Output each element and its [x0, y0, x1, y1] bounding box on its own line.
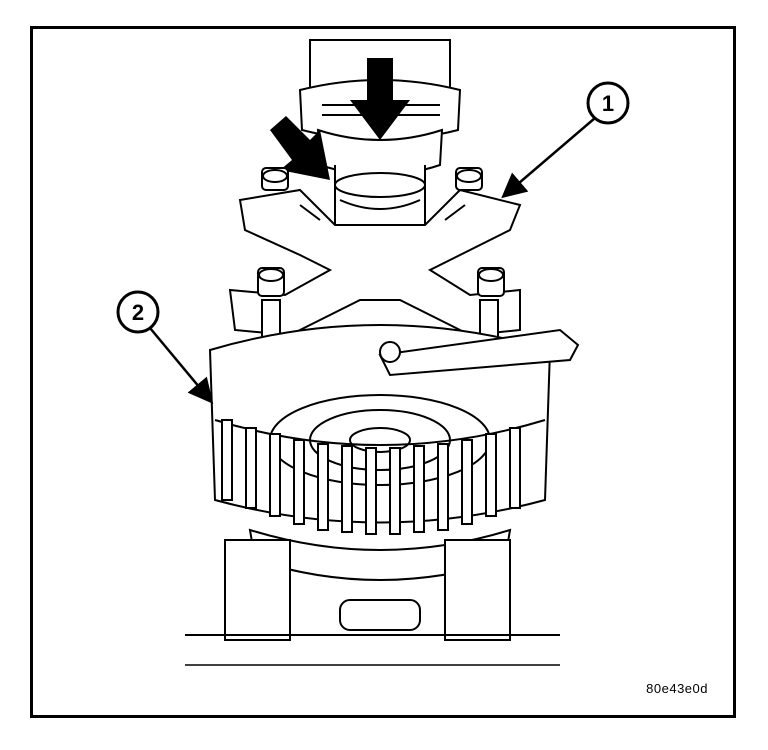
bolt-heads [257, 167, 505, 297]
press-base [185, 528, 560, 666]
drum-splines [221, 419, 521, 535]
callout-1-label: 1 [602, 91, 614, 116]
puller-cross-plate [228, 188, 522, 337]
diagonal-arrow-icon [270, 116, 330, 180]
callout-2: 2 [116, 290, 160, 334]
press-ram [298, 39, 462, 271]
callout-1: 1 [586, 81, 630, 125]
down-arrow-icon [350, 58, 410, 140]
lever-tool [378, 328, 580, 377]
callout-2-label: 2 [132, 300, 144, 325]
leader-lines [149, 117, 596, 404]
figure-id-label: 80e43e0d [646, 681, 708, 696]
